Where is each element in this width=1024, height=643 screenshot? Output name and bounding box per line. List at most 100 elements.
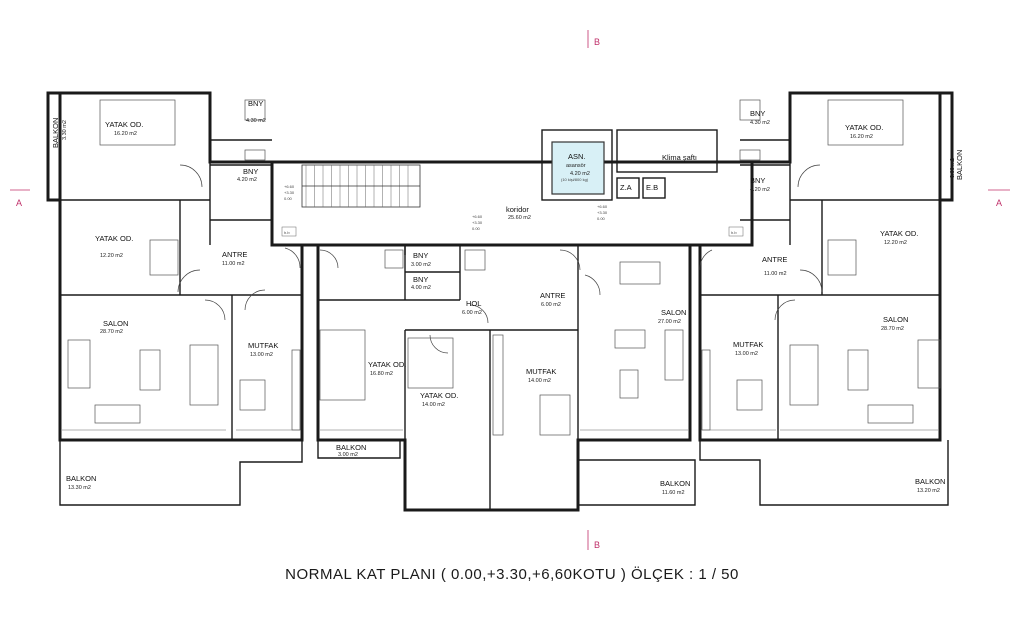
sofa-left-2 <box>94 404 141 424</box>
antre-center-area: 6.00 m2 <box>541 302 561 308</box>
koridor-label: koridor <box>506 205 529 214</box>
level-right-3: 0.00 <box>597 216 606 221</box>
asn-area: 4.20 m2 <box>570 171 590 177</box>
level-left-1: +6.60 <box>284 184 295 189</box>
level-right-1: +6.60 <box>597 204 608 209</box>
armchair-center <box>619 369 639 399</box>
wall-right-wing-top <box>698 91 940 442</box>
za-label: Z.A <box>620 183 632 192</box>
wall-center-unit <box>316 245 692 512</box>
antre-left-label: ANTRE <box>222 250 247 259</box>
balkon-center-small-label: BALKON <box>336 443 366 452</box>
door-6 <box>797 164 821 188</box>
counter-left <box>291 349 301 431</box>
wall-right-balcony <box>938 91 954 202</box>
hb-tag-right-text: h.b <box>731 230 737 235</box>
kitchen-table-right <box>736 379 763 411</box>
yatak-top-left-label: YATAK OD. <box>105 120 143 129</box>
dining-table-center <box>619 261 661 285</box>
antre-right-area: 11.00 m2 <box>764 271 787 277</box>
hb-tag-right <box>728 226 744 237</box>
sofa-right-2 <box>867 404 914 424</box>
axis-right-label: A <box>996 198 1002 208</box>
yatak-center-large-area: 16.80 m2 <box>370 371 393 377</box>
balkon-bottom-right-label: BALKON <box>915 477 945 486</box>
yatak-center-small-area: 14.00 m2 <box>422 402 445 408</box>
eb-box <box>642 177 666 199</box>
eb-label: E.B <box>646 183 658 192</box>
wall-right-wing-side <box>780 200 942 442</box>
yatak-top-right-area: 16.20 m2 <box>850 134 873 140</box>
yatak-top-right-label: YATAK OD. <box>845 123 883 132</box>
kitchen-table-left <box>239 379 266 411</box>
level-left-2: +3.30 <box>284 190 295 195</box>
klima-shaft <box>616 129 718 173</box>
dining-table-right <box>789 344 819 406</box>
sink-left <box>244 149 266 161</box>
level-center-2: +3.30 <box>472 220 483 225</box>
salon-center-label: SALON <box>661 308 686 317</box>
salon-right-area: 28.70 m2 <box>881 326 904 332</box>
room-labels: BALKON 3.30 m2 YATAK OD. 16.20 m2 BNY 4.… <box>51 99 964 496</box>
armchair-right <box>847 349 869 391</box>
door-11 <box>469 304 489 324</box>
hol-area: 6.00 m2 <box>462 310 482 316</box>
bny-small-left-area: 4.20 m2 <box>237 177 257 183</box>
yatak-mid-right-area: 12.20 m2 <box>884 240 907 246</box>
wall-left-balcony <box>46 91 62 202</box>
salon-left-label: SALON <box>103 319 128 328</box>
yatak-center-small-label: YATAK OD. <box>420 391 458 400</box>
small-tags: h.b h.b +6.60 +3.30 0.00 +6.60 +3.30 0.0… <box>281 184 744 237</box>
bny-center-top-area: 3.00 m2 <box>411 262 431 268</box>
antre-right-label: ANTRE <box>762 255 787 264</box>
mutfak-center-area: 14.00 m2 <box>528 378 551 384</box>
door-7 <box>799 269 823 293</box>
balkon-right-vertical-label: BALKON <box>955 150 964 180</box>
hol-label: HOL <box>466 299 481 308</box>
bny-center-bottom-label: BNY <box>413 275 428 284</box>
furniture <box>67 99 941 436</box>
doors <box>177 164 823 354</box>
balkon-left-vertical-label: BALKON <box>51 118 60 148</box>
door-12 <box>429 334 449 354</box>
balkon-center-bottom-label: BALKON <box>660 479 690 488</box>
bny-center-top-label: BNY <box>413 251 428 260</box>
bny-top-right-area: 4.30 m2 <box>750 120 770 126</box>
level-center-3: 0.00 <box>472 226 481 231</box>
salon-left-area: 28.70 m2 <box>100 329 123 335</box>
mutfak-left-area: 13.00 m2 <box>250 352 273 358</box>
elevator-cabin <box>551 141 605 195</box>
wc-center <box>464 249 486 271</box>
balkon-bottom-left-label: BALKON <box>66 474 96 483</box>
bny-small-right-label: BNY <box>750 176 765 185</box>
sofa-left-1 <box>67 339 91 389</box>
hb-tag-left <box>281 226 297 237</box>
kitchen-table-center <box>539 394 571 436</box>
koridor-area: 25.60 m2 <box>508 215 531 221</box>
counter-center <box>492 334 504 436</box>
sofa-center-1 <box>614 329 646 349</box>
bed-center-small <box>407 337 454 389</box>
wc-right <box>739 99 761 121</box>
asn-capacity: (10 kişi/800 kg) <box>561 177 589 182</box>
mutfak-right-label: MUTFAK <box>733 340 763 349</box>
za-box <box>616 177 640 199</box>
sofa-right-1 <box>917 339 941 389</box>
yatak-mid-left-label: YATAK OD. <box>95 234 133 243</box>
axis-markers: B B A A <box>10 30 1010 550</box>
bed-mid-right <box>827 239 857 276</box>
asn-label: ASN. <box>568 152 586 161</box>
level-center-1: +6.60 <box>472 214 483 219</box>
door-10 <box>559 249 581 271</box>
hb-tag-left-text: h.b <box>284 230 290 235</box>
yatak-center-large-label: YATAK OD. <box>368 360 406 369</box>
balkon-bottom-left-area: 13.30 m2 <box>68 485 91 491</box>
wall-left-wing-top <box>60 91 304 442</box>
sink-right <box>739 149 761 161</box>
elevator-shaft <box>541 129 613 201</box>
sofa-center-2 <box>664 329 684 381</box>
bny-center-bottom-area: 4.00 m2 <box>411 285 431 291</box>
balcony-center-bottom-outline <box>577 440 696 506</box>
antre-left-area: 11.00 m2 <box>222 261 245 267</box>
